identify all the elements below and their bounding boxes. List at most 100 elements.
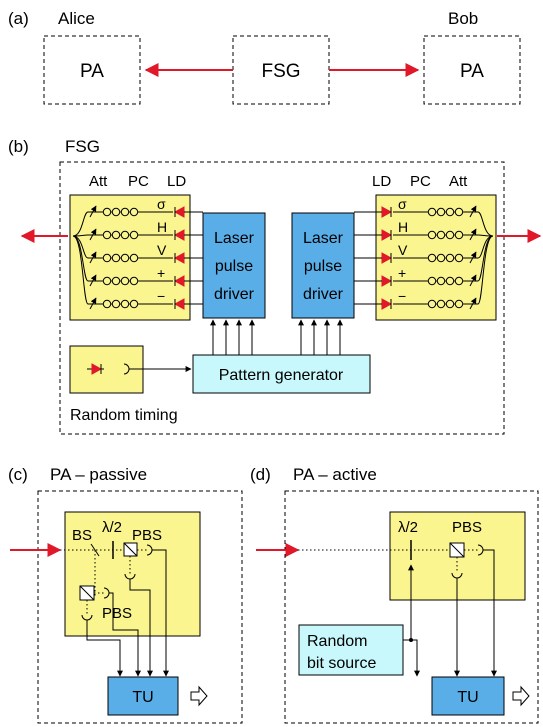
wire-det-top-h [152, 549, 169, 677]
active-det-h-icon [477, 544, 484, 556]
panel-d: (d) PA – active λ/2 PBS Random bit sourc… [250, 465, 539, 724]
passive-halfwave-label: λ/2 [102, 519, 122, 536]
polarization-controller-loop-icon [120, 276, 130, 286]
state-label: σ [157, 196, 166, 212]
polarization-controller-loop-icon [129, 230, 139, 240]
panel-a-label: (a) [8, 9, 29, 28]
polarization-controller-loop-icon [445, 299, 455, 309]
polarization-controller-loop-icon [129, 253, 139, 263]
right-laser-row: σ [354, 196, 494, 237]
det-top-v-icon [124, 573, 136, 580]
polarization-controller-loop-icon [436, 207, 446, 217]
right-state-rows: σHV+− [354, 196, 494, 310]
pattern-generator-label: Pattern generator [219, 367, 344, 384]
passive-optics-module [64, 511, 201, 637]
det-top-h-icon [146, 544, 153, 556]
bob-pa-box [423, 35, 521, 105]
polarization-controller-loop-icon [454, 230, 464, 240]
right-laser-row: V [354, 235, 494, 264]
polarization-controller-loop-icon [111, 230, 121, 240]
state-label: σ [398, 196, 407, 212]
polarization-controller-loop-icon [445, 207, 455, 217]
left-laser-row: V [72, 235, 203, 264]
passive-bs-label: BS [72, 527, 92, 544]
polarization-controller-loop-icon [454, 299, 464, 309]
left-laser-row: H [72, 219, 203, 241]
state-label: V [398, 242, 408, 258]
left-header-att: Att [89, 173, 108, 190]
active-pa-box [284, 490, 539, 724]
fiber-line [72, 211, 173, 237]
left-header-pc: PC [128, 173, 149, 190]
wire-junction [409, 638, 413, 642]
state-label: − [398, 288, 406, 304]
alice-pa-text: PA [80, 61, 104, 82]
polarization-controller-loop-icon [454, 276, 464, 286]
state-label: − [157, 288, 165, 304]
fsg-text: FSG [261, 61, 300, 82]
pbs-bottom-cube [79, 585, 95, 601]
panel-d-label: (d) [250, 465, 271, 484]
panel-b: (b) FSG Att PC LD LD PC Att σHV+− σHV+− … [8, 137, 542, 435]
attenuator-icon [89, 297, 97, 310]
state-label: V [157, 242, 167, 258]
active-output-arrow-icon [512, 685, 530, 707]
state-label: H [157, 219, 167, 235]
attenuator-icon [89, 228, 97, 241]
state-label: H [398, 219, 408, 235]
polarization-controller-loop-icon [129, 276, 139, 286]
timing-diode-icon [87, 363, 104, 375]
polarization-controller-loop-icon [129, 299, 139, 309]
attenuator-icon [469, 205, 477, 218]
active-pbs-cube [449, 542, 465, 558]
polarization-controller-loop-icon [120, 253, 130, 263]
polarization-controller-loop-icon [445, 230, 455, 240]
polarization-controller-loop-icon [454, 207, 464, 217]
left-laser-row: + [72, 235, 203, 287]
polarization-controller-loop-icon [445, 253, 455, 263]
active-det-v-icon [451, 572, 463, 579]
bob-label: Bob [448, 9, 478, 28]
random-bit-line-1: Random [307, 633, 367, 650]
passive-tu-box [107, 676, 179, 716]
pattern-arrows [210, 319, 343, 355]
left-state-rows: σHV+− [72, 196, 203, 310]
left-laser-row: − [72, 235, 203, 310]
left-laser-driver [202, 212, 266, 319]
pattern-generator-box [192, 354, 371, 394]
polarization-controller-loop-icon [454, 253, 464, 263]
fiber-line [72, 234, 173, 237]
det-bottom-h-icon [103, 587, 110, 599]
polarization-controller-loop-icon [436, 230, 446, 240]
right-driver-line-3: driver [303, 286, 344, 303]
panel-c-title: PA – passive [50, 465, 147, 484]
left-driver-line-1: Laser [214, 230, 255, 247]
panel-d-title: PA – active [293, 465, 377, 484]
polarization-controller-loop-icon [427, 230, 437, 240]
left-driver-line-3: driver [214, 286, 255, 303]
fiber-line [393, 235, 494, 305]
polarization-controller-loop-icon [102, 253, 112, 263]
panel-b-label: (b) [8, 137, 29, 156]
wire-det-bottom-v [86, 620, 123, 677]
polarization-controller-loop-icon [436, 299, 446, 309]
polarization-controller-loop-icon [436, 276, 446, 286]
polarization-controller-loop-icon [111, 276, 121, 286]
polarization-controller-loop-icon [129, 207, 139, 217]
passive-tu-label: TU [132, 689, 153, 706]
panel-c-label: (c) [8, 465, 28, 484]
active-tu-box [431, 676, 505, 716]
pbs-top-cube [123, 542, 138, 557]
right-header-pc: PC [410, 173, 431, 190]
polarization-controller-loop-icon [427, 299, 437, 309]
attenuator-icon [89, 251, 97, 264]
attenuator-icon [469, 274, 477, 287]
bob-pa-text: PA [460, 61, 484, 82]
active-pbs-label: PBS [452, 519, 482, 536]
polarization-controller-loop-icon [120, 230, 130, 240]
random-timing-label: Random timing [70, 407, 178, 424]
polarization-controller-loop-icon [445, 276, 455, 286]
polarization-controller-loop-icon [102, 230, 112, 240]
fiber-line [72, 235, 173, 305]
